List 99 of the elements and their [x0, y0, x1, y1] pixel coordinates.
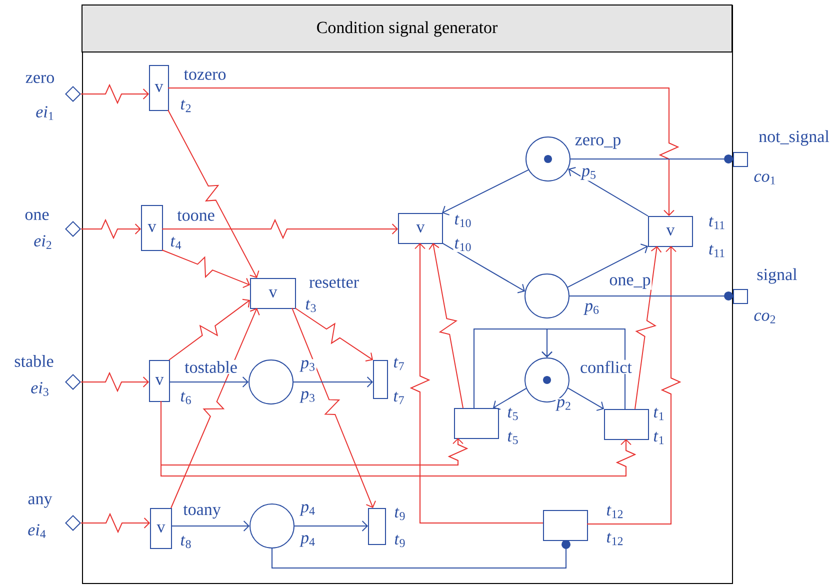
- transition-box: v: [141, 205, 163, 251]
- transition-box: [373, 360, 388, 399]
- input-port: [65, 221, 81, 237]
- transition-box: v: [149, 65, 169, 111]
- arrow: [410, 243, 544, 524]
- node-label: zero: [24, 74, 56, 84]
- node-label: ei$_{3}$: [30, 381, 50, 397]
- arrow: [170, 520, 250, 532]
- node-label: toone: [176, 210, 216, 222]
- node-label: signal: [756, 267, 798, 285]
- arrow: [168, 110, 260, 278]
- node-label: any: [26, 495, 54, 509]
- place-circle: [524, 274, 570, 318]
- arrow: [80, 372, 149, 392]
- node-label: resetter: [308, 277, 360, 289]
- node-label: t$_{11}$: [708, 216, 726, 230]
- input-port: [65, 86, 81, 102]
- transition-box: [454, 408, 499, 439]
- node-label: ei$_{4}$: [26, 523, 48, 539]
- node-label: t$_{4}$: [169, 236, 183, 250]
- arrow: [634, 246, 662, 410]
- arrow: [292, 308, 376, 508]
- arrow: [168, 376, 248, 388]
- node-label: t$_{6}$: [179, 390, 193, 406]
- input-port: [65, 515, 81, 531]
- node-label: one: [24, 210, 50, 222]
- arrow: [568, 388, 604, 411]
- arrow: [294, 308, 373, 362]
- node-label: t$_{1}$: [652, 430, 666, 446]
- arrow: [170, 308, 260, 508]
- arrow: [568, 166, 648, 216]
- node-label: t$_{5}$: [506, 430, 520, 446]
- transition-box: v: [648, 216, 693, 247]
- connector-line: [272, 540, 570, 568]
- input-port: [65, 374, 81, 390]
- node-label: toany: [182, 504, 222, 520]
- arrow: [586, 246, 682, 524]
- node-label: ei$_{1}$: [34, 105, 56, 121]
- node-label: t$_{11}$: [708, 244, 726, 258]
- arrow: [428, 243, 464, 408]
- arrow: [493, 388, 527, 410]
- transition-box: v: [149, 360, 170, 402]
- place-circle: [250, 504, 294, 548]
- transition-box: [368, 508, 386, 545]
- arrow: [168, 88, 680, 216]
- node-label: t$_{9}$: [393, 534, 407, 548]
- node-label: p$_{2}$: [556, 398, 572, 412]
- node-label: not_signal: [758, 129, 830, 147]
- transition-box: v: [150, 508, 172, 549]
- arrow: [168, 298, 250, 360]
- arrow: [442, 242, 525, 294]
- node-label: t$_{3}$: [304, 298, 318, 314]
- arrow: [294, 520, 368, 532]
- node-label: t$_{5}$: [506, 406, 520, 422]
- node-label: t$_{9}$: [393, 506, 407, 522]
- node-label: one_p: [608, 276, 652, 290]
- node-label: t$_{7}$: [392, 356, 406, 372]
- node-label: t$_{7}$: [392, 390, 406, 406]
- node-label: co$_{1}$: [752, 172, 778, 186]
- node-label: t$_{12}$: [605, 504, 625, 520]
- arrow: [442, 169, 529, 216]
- node-label: p$_{5}$: [580, 167, 598, 181]
- connector-line: [569, 292, 733, 300]
- transition-box: [604, 409, 649, 440]
- place-circle: [248, 360, 294, 404]
- title-band: Condition signal generator: [82, 4, 732, 52]
- arrow: [80, 84, 149, 104]
- connector-line: [570, 154, 733, 164]
- node-label: zero_p: [574, 136, 622, 150]
- arrow: [160, 400, 636, 476]
- node-label: p$_{4}$: [300, 503, 316, 517]
- node-label: p$_{3}$: [300, 359, 316, 373]
- arrow: [80, 218, 141, 240]
- transition-box: [543, 510, 588, 541]
- node-label: co$_{2}$: [752, 312, 778, 324]
- arrow: [80, 512, 150, 534]
- node-label: t$_{12}$: [605, 532, 625, 546]
- arrow: [162, 250, 250, 288]
- transition-box: v: [398, 213, 443, 244]
- node-label: p$_{3}$: [300, 390, 316, 404]
- node-label: t$_{1}$: [652, 406, 666, 422]
- node-label: p$_{4}$: [300, 534, 316, 548]
- node-label: conflict: [579, 360, 633, 374]
- node-label: t$_{8}$: [179, 534, 193, 550]
- node-label: t$_{10}$: [453, 238, 473, 252]
- arrow: [293, 376, 373, 388]
- node-label: t$_{2}$: [179, 98, 193, 114]
- arrow: [542, 328, 626, 410]
- node-label: t$_{10}$: [453, 214, 473, 228]
- arrow: [567, 244, 648, 288]
- node-label: tozero: [182, 69, 228, 81]
- node-label: ei$_{2}$: [32, 234, 54, 250]
- arrow: [162, 218, 398, 240]
- output-port: [733, 152, 748, 167]
- node-label: tostable: [184, 360, 238, 374]
- node-label: p$_{6}$: [584, 302, 600, 316]
- transition-box: v: [250, 278, 296, 309]
- output-port: [733, 289, 748, 304]
- node-label: stable: [13, 354, 55, 368]
